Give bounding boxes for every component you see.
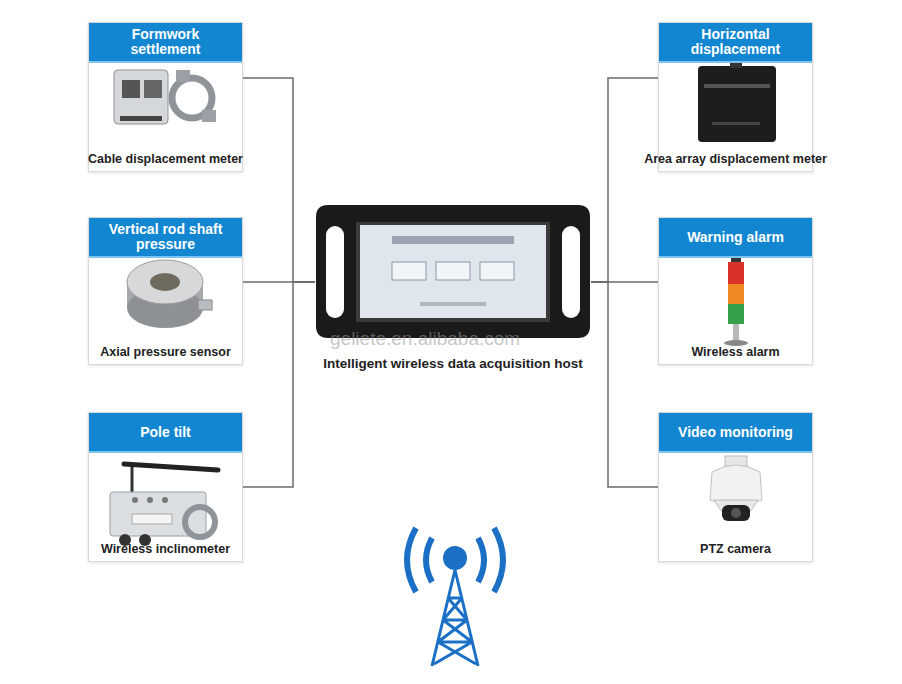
device-caption: PTZ camera (619, 542, 852, 556)
tower-lattice (432, 570, 478, 666)
tower-icon (407, 528, 503, 666)
orange-light (728, 284, 744, 304)
camera-dome (714, 500, 758, 520)
card-heading: Horizontal displacement (659, 23, 812, 63)
connector-line (243, 281, 315, 283)
signal-arc (494, 528, 503, 592)
camera-lens (722, 505, 750, 521)
device-caption: Axial pressure sensor (49, 345, 282, 359)
device-card: Horizontal displacementArea array displa… (658, 22, 813, 172)
indicator (147, 497, 153, 503)
alarm-cap (731, 258, 741, 262)
card-heading: Vertical rod shaft pressure (89, 218, 242, 258)
antenna-ball (443, 546, 467, 570)
connector-line (591, 282, 658, 487)
device-caption: Wireless alarm (619, 345, 852, 359)
screen-button (480, 262, 514, 280)
camera-housing (710, 465, 762, 505)
tablet-frame (316, 205, 590, 338)
connector-line (243, 282, 315, 487)
axial-pressure-sensor (127, 260, 212, 328)
tablet-host (316, 205, 590, 338)
device-card: Video monitoringPTZ camera (658, 412, 813, 562)
screen-bezel (356, 222, 550, 322)
area-array-displacement-meter (698, 62, 776, 142)
card-heading: Pole tilt (89, 413, 242, 453)
qr-code (122, 80, 140, 98)
cable-displacement-meter (114, 70, 216, 124)
nameplate (132, 514, 172, 524)
nameplate (704, 84, 770, 88)
device-card: Vertical rod shaft pressureAxial pressur… (88, 217, 243, 365)
device-card: Formwork settlementCable displacement me… (88, 22, 243, 172)
wireless-inclinometer (110, 464, 218, 546)
card-heading: Formwork settlement (89, 23, 242, 63)
wireless-alarm (724, 258, 748, 346)
sensor-hole (150, 273, 180, 291)
host-node: Intelligent wireless data acquisition ho… (315, 205, 591, 377)
host-caption: Intelligent wireless data acquisition ho… (285, 356, 621, 371)
connector-line (243, 78, 315, 282)
device-caption: Area array displacement meter (619, 152, 852, 166)
screen-button (436, 262, 470, 280)
screen-title-bar (392, 236, 514, 244)
device-card: Pole tiltWireless inclinometer (88, 412, 243, 562)
card-heading: Warning alarm (659, 218, 812, 258)
alarm-stem (733, 324, 739, 342)
screen-button (392, 262, 426, 280)
signal-arc (478, 538, 484, 582)
cable (120, 116, 162, 121)
screen-footer (420, 302, 486, 306)
nameplate (712, 122, 760, 125)
device-caption: Wireless inclinometer (49, 542, 282, 556)
clamp-bolt (176, 70, 190, 82)
indicator (132, 497, 138, 503)
sensor-top (127, 260, 203, 304)
antenna (124, 464, 218, 470)
watermark: geliete.en.alibaba.com (330, 328, 520, 350)
card-heading: Video monitoring (659, 413, 812, 453)
sensor-box (114, 70, 168, 124)
red-light (728, 262, 744, 284)
signal-arc (407, 528, 416, 592)
green-light (728, 304, 744, 324)
device-card: Warning alarmWireless alarm (658, 217, 813, 365)
handle-cutout (326, 226, 344, 318)
ptz-camera (710, 456, 762, 521)
connector-line (591, 78, 658, 282)
qr-code (144, 80, 162, 98)
camera-lens (731, 508, 741, 518)
sensor-box (698, 66, 776, 142)
device-caption: Cable displacement meter (49, 152, 282, 166)
screen (360, 225, 546, 318)
indicator (162, 497, 168, 503)
signal-arc (426, 538, 432, 582)
connector-line (591, 281, 658, 283)
connector (198, 300, 212, 310)
clamp-bolt (202, 110, 216, 122)
sensor-box (110, 492, 206, 536)
handle-cutout (562, 226, 580, 318)
clamp-ring (185, 507, 215, 537)
